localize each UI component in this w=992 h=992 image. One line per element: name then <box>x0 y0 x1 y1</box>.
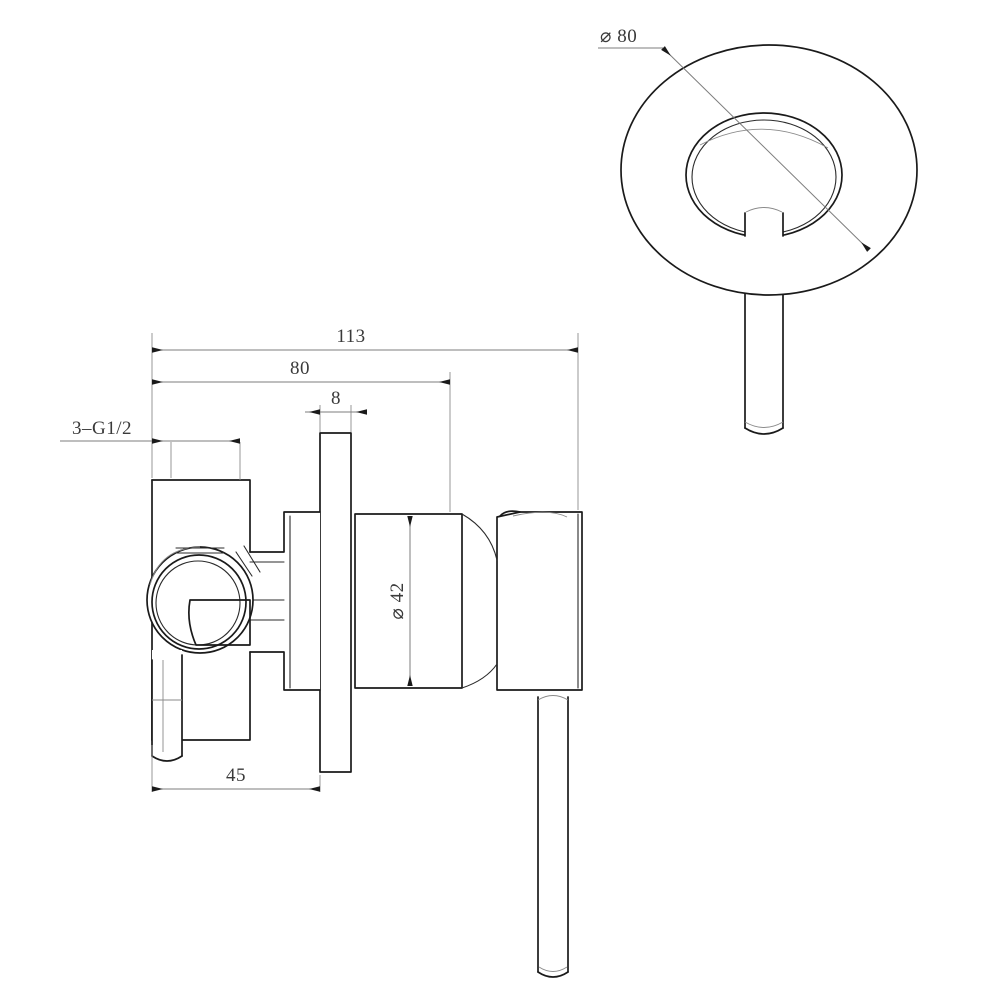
side-view-wall-plate <box>319 432 352 773</box>
dim-length-45-group: 45 <box>152 765 320 792</box>
side-section-view-group <box>146 432 583 978</box>
side-view-cartridge-body <box>354 513 498 689</box>
dim-length-80-group: 80 <box>152 358 450 385</box>
dim-length-80-label: 80 <box>290 358 310 379</box>
side-view-handle-body <box>496 510 583 691</box>
dim-length-45-label: 45 <box>226 765 246 786</box>
side-view-handle-lever <box>537 690 569 978</box>
dim-diameter-42-group: ⌀ 42 <box>387 516 413 686</box>
dim-length-8-group: 8 <box>305 388 367 415</box>
side-view-inlet-ring <box>146 546 254 654</box>
dim-diameter-80-label: ⌀ 80 <box>600 26 637 47</box>
dim-thread-3-g1-2-group: 3–G1/2 <box>60 418 240 444</box>
dim-length-8-label: 8 <box>331 388 341 409</box>
front-view-group: ⌀ 80 <box>598 26 918 435</box>
dim-length-113-group: 113 <box>152 326 578 353</box>
dim-diameter-80-group: ⌀ 80 <box>598 26 871 252</box>
side-view-outlet-stub <box>151 650 183 762</box>
dim-length-113-label: 113 <box>336 326 365 347</box>
dim-diameter-42-label: ⌀ 42 <box>387 582 408 619</box>
dim-thread-3-g1-2-label: 3–G1/2 <box>72 418 132 439</box>
extension-lines <box>151 333 579 792</box>
